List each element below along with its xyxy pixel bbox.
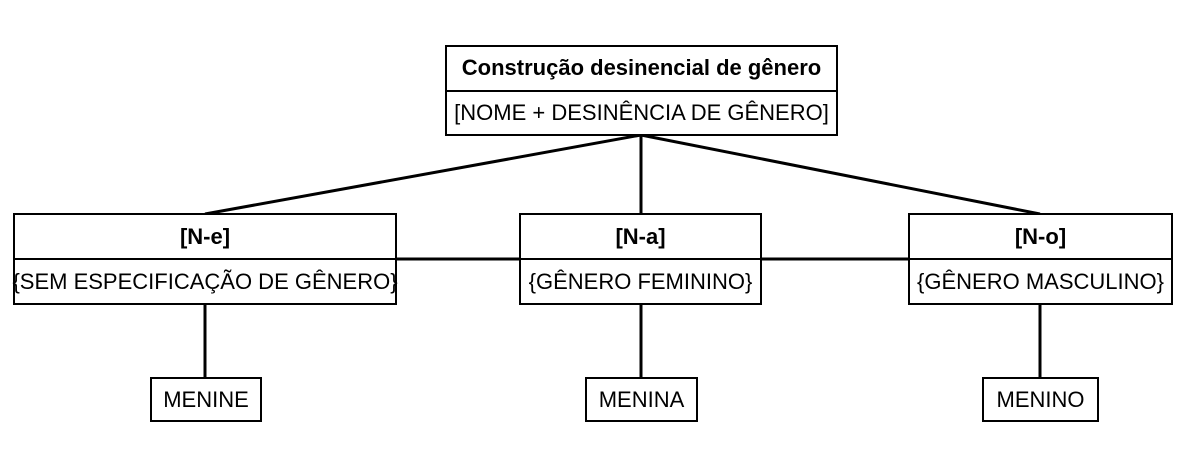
connector-root-to-ne (204, 133, 642, 216)
root-node: Construção desinencial de gênero [NOME +… (445, 45, 838, 136)
branch-node-na: [N-a] {GÊNERO FEMININO} (519, 213, 762, 305)
branch-feature: {SEM ESPECIFICAÇÃO DE GÊNERO} (12, 258, 398, 303)
branch-form: [N-e] (179, 223, 231, 249)
branch-form: [N-o] (1014, 223, 1067, 249)
root-formula: [NOME + DESINÊNCIA DE GÊNERO] (447, 89, 836, 135)
branch-feature: {GÊNERO MASCULINO} (910, 258, 1171, 303)
branch-node-no: [N-o] {GÊNERO MASCULINO} (908, 213, 1173, 305)
example-menino: MENINO (982, 377, 1099, 422)
branch-form: [N-a] (615, 223, 666, 249)
branch-node-ne: [N-e] {SEM ESPECIFICAÇÃO DE GÊNERO} (12, 213, 398, 305)
connector-root-to-no (640, 133, 1041, 216)
example-menina: MENINA (585, 377, 698, 422)
root-title: Construção desinencial de gênero (461, 55, 822, 81)
example-menine: MENINE (150, 377, 262, 422)
branch-feature: {GÊNERO FEMININO} (521, 258, 760, 303)
